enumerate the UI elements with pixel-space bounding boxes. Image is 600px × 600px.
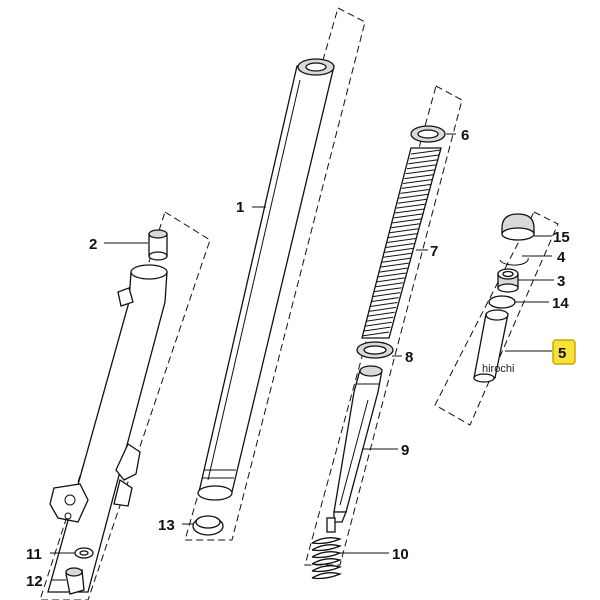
part-14-o-ring[interactable] bbox=[488, 295, 516, 309]
highlight-box bbox=[552, 339, 576, 365]
part-2-bush[interactable] bbox=[148, 229, 168, 261]
callout-9[interactable]: 9 bbox=[401, 442, 409, 459]
part-8-washer[interactable] bbox=[356, 341, 394, 359]
part-6-washer[interactable] bbox=[410, 125, 446, 143]
callout-2[interactable]: 2 bbox=[89, 236, 97, 253]
callout-4[interactable]: 4 bbox=[557, 249, 566, 266]
callout-3[interactable]: 3 bbox=[557, 273, 565, 290]
callout-14[interactable]: 14 bbox=[552, 295, 569, 312]
callout-5-highlighted[interactable]: 5 bbox=[552, 339, 576, 365]
callout-6[interactable]: 6 bbox=[461, 127, 469, 144]
part-11-washer[interactable] bbox=[74, 547, 94, 559]
callout-labels: 1 2 6 7 8 9 10 15 4 3 14 11 12 13 5 bbox=[26, 127, 576, 590]
part-7-fork-spring[interactable] bbox=[361, 147, 442, 339]
leader-lines bbox=[50, 133, 554, 581]
callout-8[interactable]: 8 bbox=[405, 349, 413, 366]
part-15-cap[interactable] bbox=[501, 213, 535, 241]
part-4-circlip[interactable] bbox=[499, 257, 529, 266]
callout-10[interactable]: 10 bbox=[392, 546, 409, 563]
callout-15[interactable]: 15 bbox=[553, 229, 570, 246]
part-5-tube[interactable] bbox=[473, 309, 509, 383]
callout-7[interactable]: 7 bbox=[430, 243, 438, 260]
part-1-fork-tube[interactable] bbox=[197, 58, 335, 501]
part-12-drain-screw[interactable] bbox=[65, 567, 85, 595]
watermark: hirochi bbox=[482, 363, 514, 375]
part-9-damper-rod[interactable] bbox=[333, 365, 383, 523]
callout-5[interactable]: 5 bbox=[558, 345, 566, 362]
part-3-valve[interactable] bbox=[497, 268, 519, 293]
part-10-rebound-spring[interactable] bbox=[311, 517, 342, 580]
part-13-ring[interactable] bbox=[192, 515, 224, 536]
callout-13[interactable]: 13 bbox=[158, 517, 175, 534]
callout-11[interactable]: 11 bbox=[26, 546, 42, 563]
fork-slider bbox=[47, 264, 168, 593]
callout-1[interactable]: 1 bbox=[236, 199, 244, 216]
callout-12[interactable]: 12 bbox=[26, 573, 43, 590]
